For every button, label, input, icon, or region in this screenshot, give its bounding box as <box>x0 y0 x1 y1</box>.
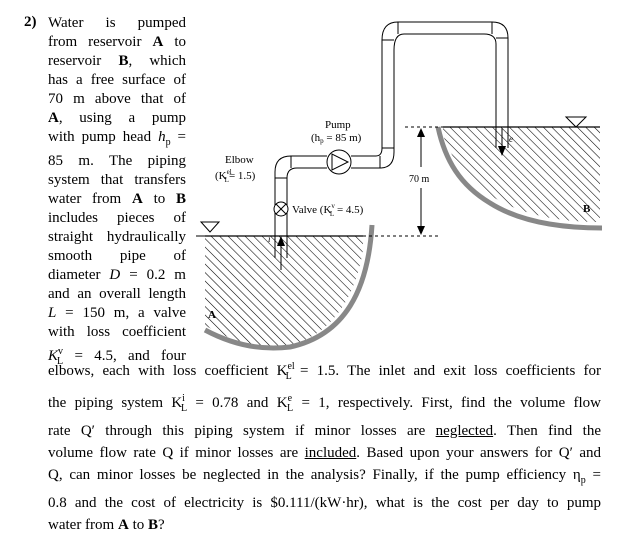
reservoir-a-label: A <box>208 309 216 321</box>
problem-text-narrow: Water is pumped from reservoir A to rese… <box>48 14 186 371</box>
text-line: elbows, each with loss coefficient KelL … <box>48 361 601 382</box>
text-line: with loss coefficient <box>48 324 186 340</box>
text-line: has a free surface of <box>48 72 186 88</box>
height-label: 70 m <box>409 174 430 185</box>
exit-label: e <box>509 134 513 144</box>
text-line: water from A to B? <box>48 517 165 533</box>
pump-icon <box>326 149 352 175</box>
reservoir-b-label: B <box>583 203 591 215</box>
text-line: A, using a pump <box>48 110 186 126</box>
pump-label: Pump <box>325 119 351 131</box>
inlet-flow-arrow-icon <box>277 236 285 270</box>
text-line: volume flow rate Q if minor losses are i… <box>48 445 601 461</box>
text-line: L = 150 m, a valve <box>48 305 186 321</box>
text-line: the piping system KiL = 0.78 and KeL = 1… <box>48 393 602 414</box>
text-line: and an overall length <box>48 286 186 302</box>
text-line: water from A to B <box>48 191 186 207</box>
text-line: smooth pipe of <box>48 248 186 264</box>
piping-system-diagram: A B 70 m <box>196 21 603 351</box>
elbow-label: Elbow <box>225 154 254 166</box>
reservoir-b <box>435 126 603 231</box>
water-surface-b-icon <box>564 116 588 128</box>
water-surface-a-icon <box>199 221 221 233</box>
problem-page: 2) Water is pumped from reservoir A to r… <box>24 14 603 533</box>
height-dimension <box>417 128 425 235</box>
problem-number: 2) <box>24 14 37 30</box>
text-line: Q, can minor losses be neglected in the … <box>48 467 601 486</box>
inlet-label: i <box>268 234 271 244</box>
text-line: reservoir B, which <box>48 53 186 69</box>
text-line: diameter D = 0.2 m <box>48 267 186 283</box>
valve-icon <box>273 201 289 217</box>
pump-head-label: (hp = 85 m) <box>311 132 362 145</box>
text-line: Water is pumped <box>48 15 186 31</box>
text-line: KvL = 4.5, and four <box>48 346 186 367</box>
text-line: rate Q′ through this piping system if mi… <box>48 423 601 439</box>
text-line: includes pieces of <box>48 210 186 226</box>
exit-flow-arrow-icon <box>498 128 506 156</box>
reservoir-a <box>196 224 375 351</box>
text-line: with pump head hp = <box>48 129 186 148</box>
text-line: 85 m. The piping <box>48 153 186 169</box>
text-line: straight hydraulically <box>48 229 186 245</box>
text-line: system that transfers <box>48 172 186 188</box>
pipe <box>274 21 509 258</box>
text-line: from reservoir A to <box>48 34 187 50</box>
text-line: 70 m above that of <box>48 91 186 107</box>
